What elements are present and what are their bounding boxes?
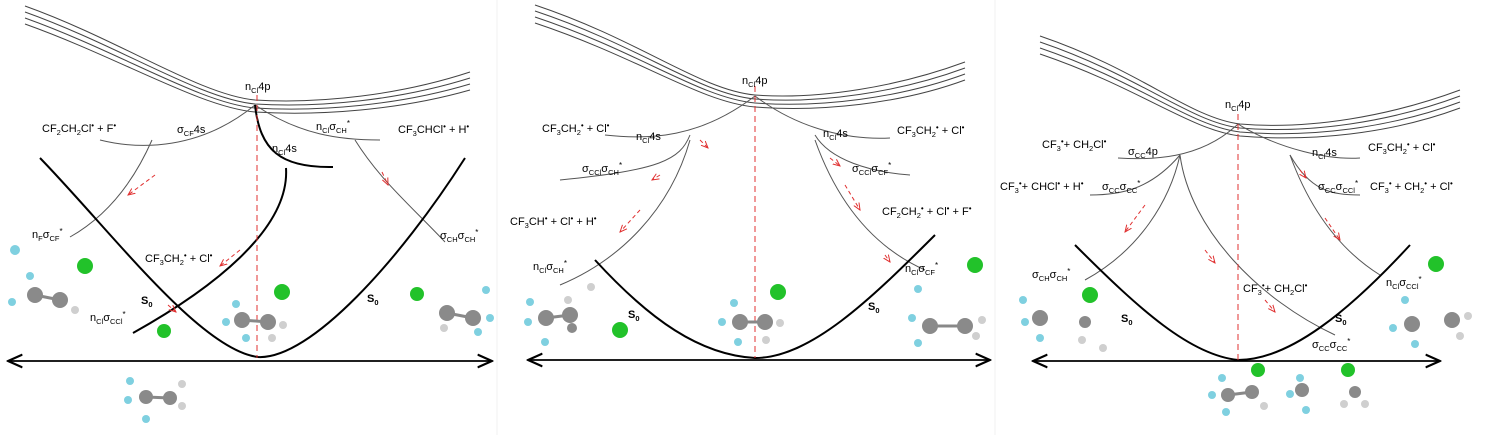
label-left-top: CF2CH2Cl• + F• bbox=[42, 121, 116, 137]
label-right-mid: CF3• + CH2• + Cl• bbox=[1370, 179, 1453, 195]
molecule-model bbox=[1286, 374, 1310, 414]
label-ground-state: S0 bbox=[1335, 313, 1347, 327]
label-sigma-ccl-sigma-ch: σCClσCH* bbox=[582, 161, 622, 177]
molecule-model bbox=[612, 322, 628, 338]
label-top: nCl4p bbox=[245, 81, 270, 95]
label-sigma-cc-4p: σCC4p bbox=[1128, 146, 1158, 160]
molecule-model bbox=[524, 283, 595, 346]
relaxation-arrows bbox=[128, 171, 388, 312]
molecule-model bbox=[718, 284, 786, 346]
label-ground-state: S0 bbox=[141, 295, 153, 309]
ground-state-curve bbox=[1074, 244, 1411, 362]
label-ncl-sigma-ccl: nClσCCl* bbox=[1386, 275, 1422, 291]
label-right-top: CF3CH2• + Cl• bbox=[897, 123, 965, 139]
molecule-model bbox=[908, 257, 986, 347]
label-ncl-sigma-ccl: nClσCCl* bbox=[90, 310, 126, 326]
label-left-top: CF3CH2• + Cl• bbox=[542, 121, 610, 137]
panel-1: nCl4p CF2CH2Cl• + F• σCF4s nClσCH* CF3CH… bbox=[8, 5, 494, 423]
label-sigma-ch-sigma-ch: σCHσCH* bbox=[440, 228, 478, 244]
molecule-model bbox=[1208, 363, 1268, 416]
label-sigma-cc-sigma-cc-bottom: σCCσCC* bbox=[1312, 337, 1350, 353]
molecule-model bbox=[124, 377, 186, 423]
excited-state-curves bbox=[69, 104, 446, 243]
label-ground-state: S0 bbox=[628, 309, 640, 323]
relaxation-arrows bbox=[1125, 169, 1340, 312]
label-nf-sigma-cf: nFσCF* bbox=[32, 227, 63, 243]
label-ncl-sigma-ch: nClσCH* bbox=[533, 259, 567, 275]
molecule-model bbox=[1019, 287, 1107, 352]
molecule-model bbox=[8, 245, 93, 314]
label-ncl-4s: nCl4s bbox=[1312, 147, 1337, 161]
panel-2: nCl4p CF3CH2• + Cl• nCl4s nCl4s CF3CH2• … bbox=[510, 4, 990, 360]
label-right-top: CF3CHCl• + H• bbox=[398, 122, 469, 138]
label-sigma-cc-sigma-cc: σCCσCC* bbox=[1102, 179, 1140, 195]
molecule-model bbox=[222, 284, 290, 342]
molecule-model bbox=[157, 324, 171, 338]
rydberg-curves bbox=[24, 5, 471, 114]
rydberg-curves bbox=[1039, 35, 1461, 139]
label-right-mid: CF2CH2• + Cl• + F• bbox=[882, 204, 972, 220]
molecule-model bbox=[1340, 363, 1369, 408]
label-ncl-sigma-cf: nClσCF* bbox=[905, 261, 938, 277]
label-sigma-cc-sigma-ccl: σCCσCCl* bbox=[1318, 179, 1358, 195]
rydberg-curves bbox=[534, 4, 966, 109]
molecule-model bbox=[1389, 256, 1472, 348]
label-sigma-ccl-sigma-cf: σCClσCF* bbox=[852, 161, 891, 177]
label-ground-state: S0 bbox=[868, 301, 880, 315]
label-right-top: CF3CH2• + Cl• bbox=[1368, 140, 1436, 156]
label-ncl-sigma-ch: nClσCH* bbox=[316, 119, 350, 135]
label-left-mid: CF3•+ CHCl• + H• bbox=[1000, 179, 1084, 195]
label-left-mid: CF3CH• + Cl• + H• bbox=[510, 214, 597, 230]
label-top: nCl4p bbox=[742, 75, 767, 89]
label-cf3ch2-cl: CF3CH2• + Cl• bbox=[145, 251, 213, 267]
label-top: nCl4p bbox=[1225, 99, 1250, 113]
label-center: CF3•+ CH2Cl• bbox=[1243, 281, 1308, 297]
label-ncl-4s: nCl4s bbox=[272, 143, 297, 157]
excited-state-curves bbox=[559, 95, 926, 286]
relaxation-arrows bbox=[620, 139, 890, 262]
label-left-top: CF3•+ CH2Cl• bbox=[1042, 137, 1107, 153]
panel-3: nCl4p CF3•+ CH2Cl• σCC4p nCl4s CF3CH2• +… bbox=[1000, 35, 1472, 416]
label-sigma-cf-4s: σCF4s bbox=[177, 124, 206, 138]
label-ncl-4s: nCl4s bbox=[823, 128, 848, 142]
label-ground-state: S0 bbox=[367, 293, 379, 307]
label-sigma-ch-sigma-ch: σCHσCH* bbox=[1032, 267, 1070, 283]
label-ncl-4s: nCl4s bbox=[636, 131, 661, 145]
molecule-model bbox=[410, 286, 494, 336]
excited-state-curves bbox=[1084, 123, 1381, 336]
label-ground-state: S0 bbox=[1121, 313, 1133, 327]
